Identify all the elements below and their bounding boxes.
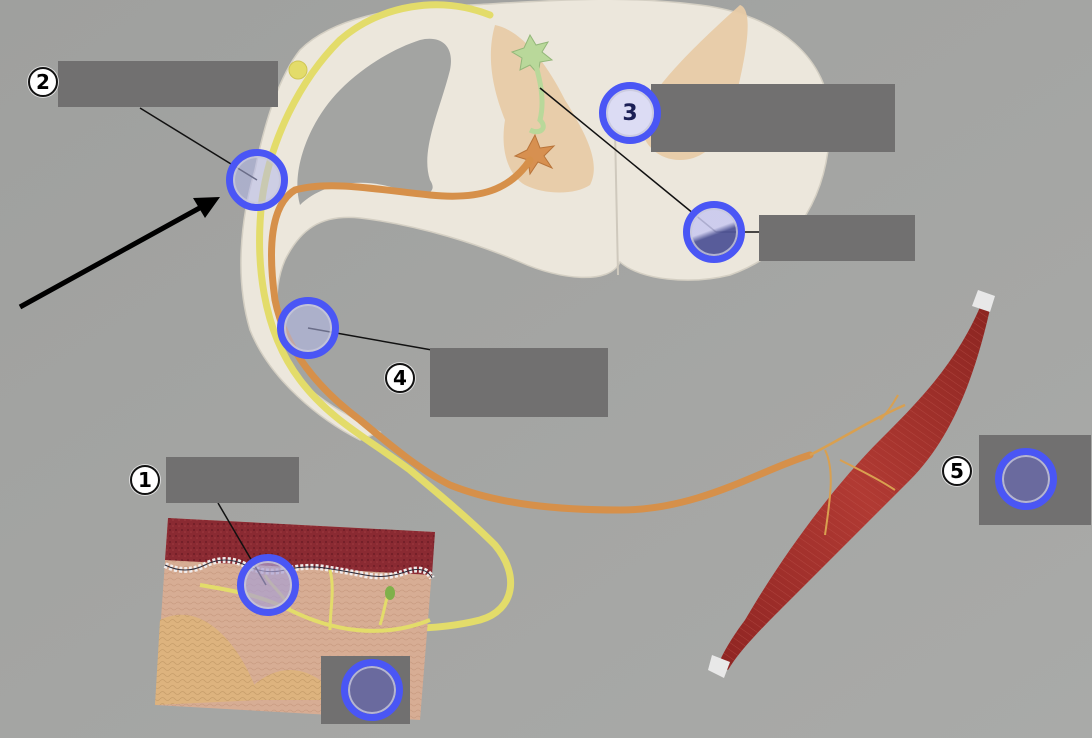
- pointer-arrow-icon: [18, 197, 220, 310]
- hotspot-receptor[interactable]: [237, 554, 299, 616]
- number-badge-1: 1: [130, 465, 160, 495]
- number-badge-4: 4: [385, 363, 415, 393]
- label-box-1[interactable]: [166, 457, 299, 503]
- label-box-3[interactable]: [651, 84, 895, 152]
- hotspot-ventral-horn[interactable]: [683, 201, 745, 263]
- label-box-4[interactable]: [430, 348, 608, 417]
- skeletal-muscle: [708, 290, 995, 678]
- label-box-ventral-horn[interactable]: [759, 215, 915, 261]
- number-badge-5: 5: [942, 456, 972, 486]
- leader-line-3: [539, 87, 717, 233]
- number-badge-2: 2: [28, 67, 58, 97]
- label-box-2[interactable]: [58, 61, 278, 107]
- motor-neuron-path: [268, 156, 814, 514]
- hotspot-dorsal-root[interactable]: [226, 149, 288, 211]
- hotspot-interneuron[interactable]: 3: [599, 82, 661, 144]
- hotspot-effector[interactable]: [995, 448, 1057, 510]
- hotspot-ventral-root[interactable]: [277, 297, 339, 359]
- hotspot-skin-answer[interactable]: [341, 659, 403, 721]
